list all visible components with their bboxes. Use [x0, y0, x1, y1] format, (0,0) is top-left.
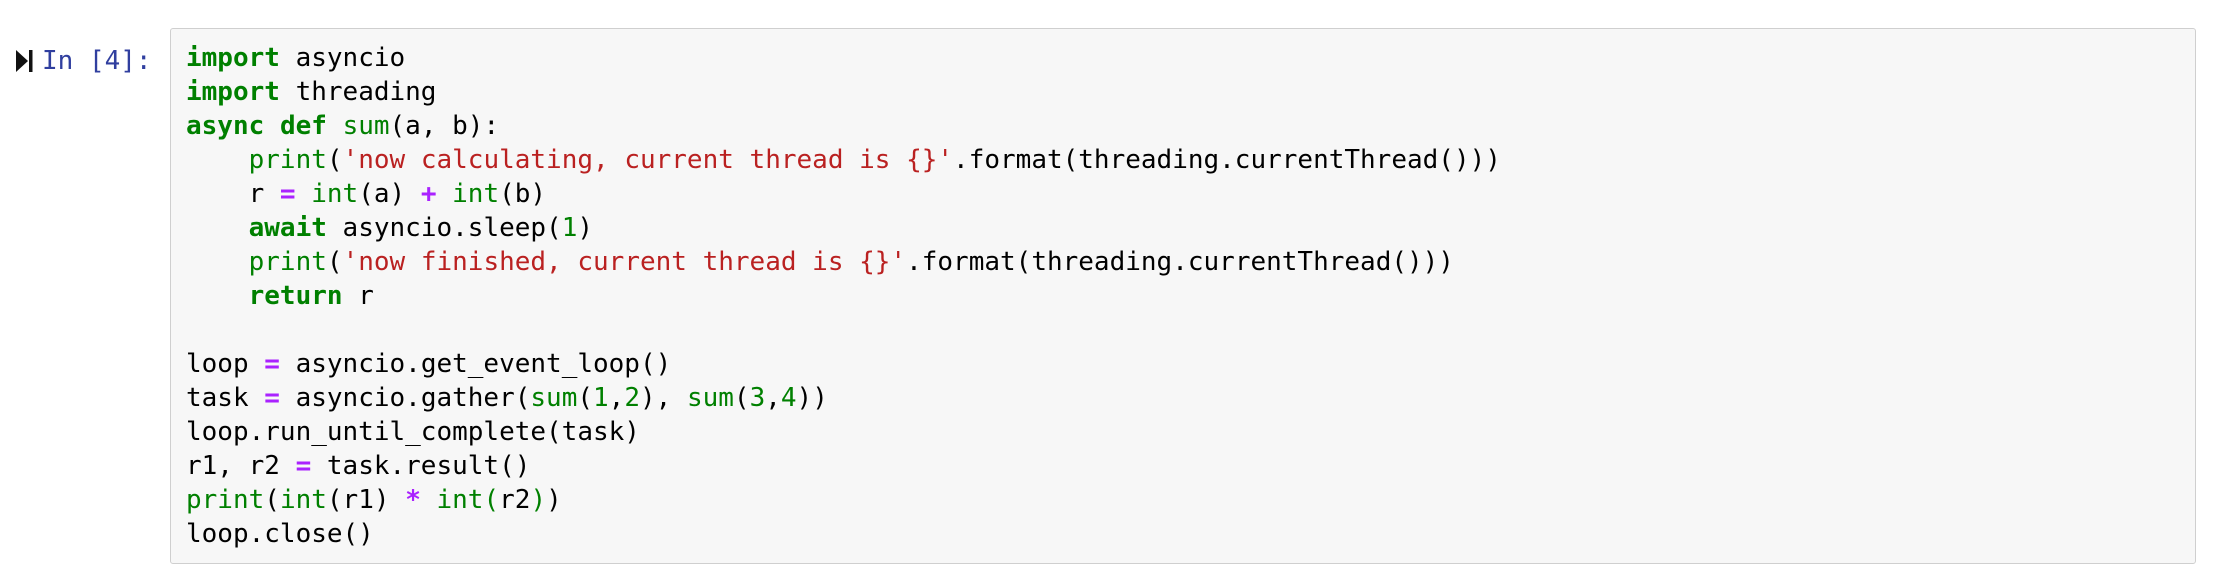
- code-text: (b): [499, 179, 547, 209]
- builtin-token: int: [436, 485, 484, 515]
- builtin-token: print: [248, 145, 327, 175]
- code-text: (a): [358, 179, 421, 209]
- builtin-token: int: [311, 179, 359, 209]
- code-text: [296, 179, 312, 209]
- code-text: [186, 145, 249, 175]
- string-token: 'now finished, current thread is {}': [342, 247, 907, 277]
- code-text: (: [326, 145, 343, 175]
- code-text: r: [342, 281, 374, 311]
- operator-token: +: [420, 179, 437, 209]
- code-text: (: [326, 247, 343, 277]
- prompt-label: In [4]:: [42, 46, 152, 76]
- code-text: threading: [279, 77, 437, 107]
- code-line: loop = asyncio.get_event_loop(): [186, 347, 1501, 381]
- code-line: await asyncio.sleep(1): [186, 211, 1501, 245]
- code-text: .format(threading.currentThread())): [953, 145, 1501, 175]
- code-text: asyncio: [279, 43, 406, 73]
- keyword-token: await: [248, 213, 327, 243]
- number-token: 1: [593, 383, 609, 413]
- builtin-token: sum: [530, 383, 578, 413]
- code-line: import asyncio: [186, 41, 1501, 75]
- code-text: r1, r2: [186, 451, 296, 481]
- keyword-token: import: [186, 43, 280, 73]
- step-forward-icon[interactable]: [14, 47, 34, 75]
- code-text: (: [733, 383, 750, 413]
- number-token: 1: [561, 213, 578, 243]
- string-token: 'now calculating, current thread is {}': [342, 145, 954, 175]
- code-text: asyncio.get_event_loop(): [279, 349, 672, 379]
- code-line: print('now calculating, current thread i…: [186, 143, 1501, 177]
- operator-token: =: [264, 349, 280, 379]
- number-token: ): [530, 485, 547, 515]
- code-text: )): [796, 383, 828, 413]
- input-prompt: In [4]:: [14, 44, 152, 78]
- code-line: loop.close(): [186, 517, 1501, 551]
- code-text: ): [577, 213, 594, 243]
- builtin-token: sum: [686, 383, 734, 413]
- code-text: ,: [765, 383, 781, 413]
- code-text: [186, 213, 249, 243]
- code-text: ): [546, 485, 562, 515]
- code-line: import threading: [186, 75, 1501, 109]
- code-text: (a, b):: [389, 111, 500, 141]
- operator-token: =: [295, 451, 312, 481]
- code-text: [436, 179, 452, 209]
- code-text: loop.run_until_complete(task): [186, 417, 640, 447]
- keyword-token: import: [186, 77, 280, 107]
- builtin-token: int: [279, 485, 327, 515]
- number-token: 2: [624, 383, 640, 413]
- code-line: print('now finished, current thread is {…: [186, 245, 1501, 279]
- builtin-token: sum: [342, 111, 390, 141]
- code-text: [327, 111, 343, 141]
- code-line: loop.run_until_complete(task): [186, 415, 1501, 449]
- code-text: [186, 281, 249, 311]
- keyword-token: def: [279, 111, 327, 141]
- code-line: r1, r2 = task.result(): [186, 449, 1501, 483]
- code-text: r: [186, 179, 280, 209]
- code-text: [421, 485, 437, 515]
- code-text: asyncio.gather(: [279, 383, 531, 413]
- code-text: task.result(): [311, 451, 531, 481]
- number-token: 4: [780, 383, 797, 413]
- keyword-token: return: [248, 281, 343, 311]
- code-text: loop: [186, 349, 265, 379]
- number-token: 3: [749, 383, 766, 413]
- keyword-token: async: [186, 111, 265, 141]
- code-text: task: [186, 383, 265, 413]
- operator-token: *: [405, 485, 421, 515]
- operator-token: =: [279, 179, 296, 209]
- code-text: .format(threading.currentThread())): [906, 247, 1454, 277]
- builtin-token: print: [248, 247, 327, 277]
- code-text: [186, 247, 249, 277]
- builtin-token: print: [186, 485, 265, 515]
- code-line: task = asyncio.gather(sum(1,2), sum(3,4)…: [186, 381, 1501, 415]
- code-line: r = int(a) + int(b): [186, 177, 1501, 211]
- builtin-token: int: [452, 179, 500, 209]
- code-text: (r1): [326, 485, 406, 515]
- code-line: return r: [186, 279, 1501, 313]
- code-text: loop.close(): [186, 519, 374, 549]
- operator-token: =: [264, 383, 280, 413]
- code-line: async def sum(a, b):: [186, 109, 1501, 143]
- code-text: r2: [499, 485, 531, 515]
- code-text: (: [577, 383, 594, 413]
- code-line: [186, 313, 1501, 347]
- code-text: asyncio.sleep(: [326, 213, 562, 243]
- code-text: (: [264, 485, 280, 515]
- number-token: (: [483, 485, 500, 515]
- code-text: [264, 111, 280, 141]
- code-text: ),: [639, 383, 687, 413]
- code-text: ,: [608, 383, 625, 413]
- code-line: print(int(r1) * int(r2)): [186, 483, 1501, 517]
